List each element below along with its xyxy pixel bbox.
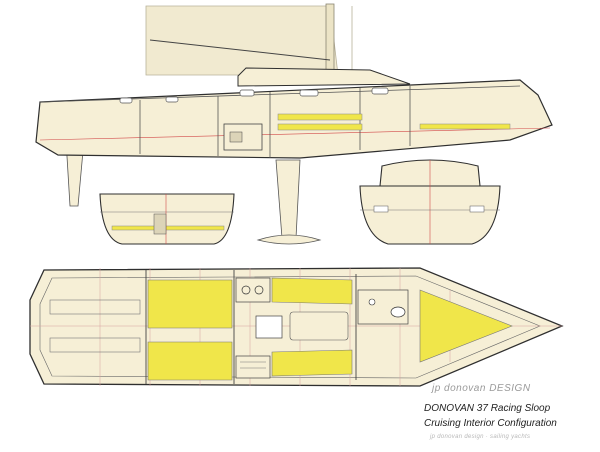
section-view-fwd [359,159,501,245]
designer-credit: jp donovan DESIGN [432,383,531,394]
mast [325,3,335,81]
drawing-subtitle: Cruising Interior Configuration [424,418,557,429]
section-view-aft [99,193,235,245]
plan-companionway [255,315,283,339]
boom [149,39,331,61]
plan-vberth [419,289,513,363]
drawing-title: DONOVAN 37 Racing Sloop [424,403,551,414]
plan-galley [235,277,271,303]
profile-berth-upper [277,113,363,121]
keel-bulb [256,234,322,245]
plan-nav-station [235,355,271,379]
section-aft-hull [99,193,235,245]
plan-saloon-table [289,311,349,341]
section-aft-berth [111,225,225,231]
keel-fin [275,159,301,239]
mainsail [145,5,339,76]
deckhouse [237,67,411,87]
profile-berth-lower [277,123,363,131]
plan-berth-aft-port [147,279,233,329]
plan-settee-port [271,277,353,305]
plan-settee-stbd [271,349,353,377]
drawing-note: jp donovan design · sailing yachts [430,434,531,440]
waterline [39,127,551,141]
profile-view [35,3,553,245]
profile-berth-fwd [419,123,511,130]
plan-view [29,267,564,387]
engine-box [223,123,263,151]
plan-berth-aft-stbd [147,341,233,381]
